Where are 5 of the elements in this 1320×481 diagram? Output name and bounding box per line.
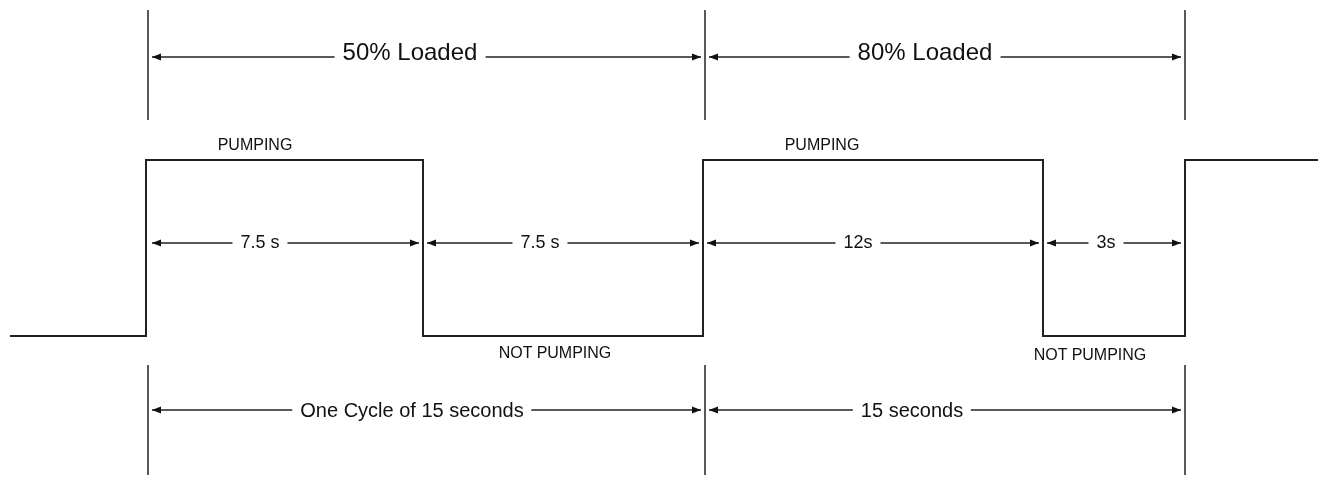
state-label: NOT PUMPING	[1032, 346, 1148, 364]
state-label: PUMPING	[783, 136, 861, 154]
state-label: PUMPING	[216, 136, 294, 154]
dimension-label: One Cycle of 15 seconds	[292, 399, 532, 421]
state-label: NOT PUMPING	[497, 344, 613, 362]
